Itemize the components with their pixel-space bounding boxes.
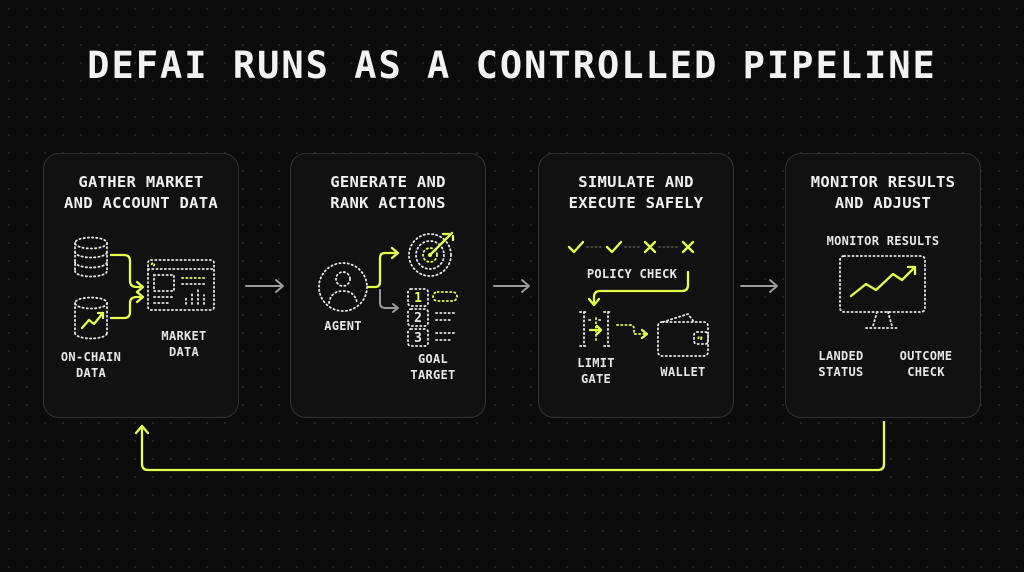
label-onchain-data: ON-CHAIN DATA [60,350,122,380]
connector-arrow-1 [245,279,284,293]
connector-arrow-3 [740,279,778,293]
agent-flow-arrows [366,246,400,313]
cross-icon [681,240,695,254]
label-agent: AGENT [324,319,362,333]
rank-1: 1 [414,291,422,306]
target-icon [408,231,455,277]
label-landed-status: LANDED STATUS [818,349,864,379]
rank-2: 2 [414,311,422,326]
stage-title-monitor: MONITOR RESULTS AND ADJUST [810,173,956,212]
check-icon [567,240,585,254]
ranked-list-icon [407,288,458,347]
label-monitor-results: MONITOR RESULTS [826,234,940,248]
cross-icon [643,240,657,254]
stage-card-generate: GENERATE AND RANK ACTIONS [290,153,486,418]
monitor-chart-icon [839,255,926,329]
policy-check-row [567,240,695,254]
gate-flow-arrow [616,324,649,340]
gate-icon [579,311,613,347]
label-policy-check: POLICY CHECK [586,267,678,281]
stage-title-gather: GATHER MARKET AND ACCOUNT DATA [63,173,219,212]
database-trend-icon [74,296,108,340]
stage-title-simulate: SIMULATE AND EXECUTE SAFELY [568,173,704,212]
policy-flow-arrow [587,270,690,307]
wallet-icon [657,312,709,357]
label-outcome-check: OUTCOME CHECK [899,349,953,379]
stage-card-simulate: SIMULATE AND EXECUTE SAFELY [538,153,734,418]
label-limit-gate: LIMIT GATE [577,356,615,386]
stage-card-monitor: MONITOR RESULTS AND ADJUST [785,153,981,418]
label-wallet: WALLET [660,365,706,379]
label-market-data: MARKET DATA [161,329,207,359]
page-title: DEFAI RUNS AS A CONTROLLED PIPELINE [87,44,937,87]
dashboard-icon [147,259,215,311]
data-flow-arrows [109,253,145,320]
check-icon [605,240,623,254]
agent-icon [318,262,368,312]
feedback-loop-arrow [134,420,886,472]
stage-title-generate: GENERATE AND RANK ACTIONS [330,173,446,212]
label-goal-target: GOAL TARGET [410,352,456,382]
rank-3: 3 [414,331,422,346]
database-icon [74,236,108,278]
connector-arrow-2 [493,279,530,293]
